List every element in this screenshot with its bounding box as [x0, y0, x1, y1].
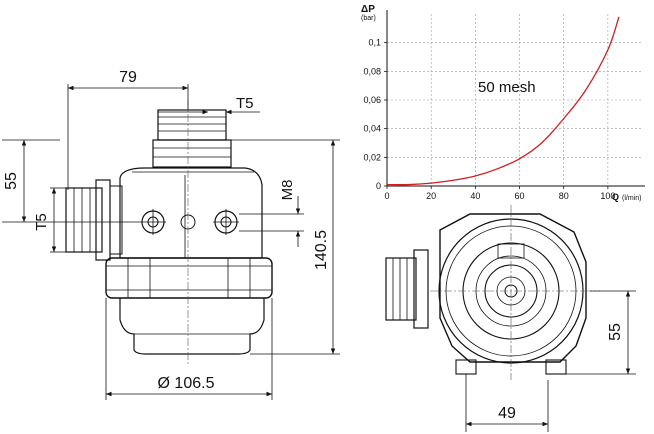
y-tick-label-1: 0,02 [363, 152, 381, 162]
dim-79: 79 [119, 69, 137, 86]
dim-55-bottom: 55 [607, 323, 624, 341]
y-tick-label-4: 0,08 [363, 66, 381, 76]
bottom-dimensions: 55 49 [465, 290, 636, 432]
dim-diameter: Ø 106.5 [158, 375, 215, 392]
x-axis-symbol: Q [612, 192, 619, 202]
x-tick-label-1: 20 [426, 191, 436, 201]
chart-series [386, 16, 620, 186]
dim-140-5: 140.5 [313, 230, 330, 270]
mount-bolt-left [140, 209, 166, 235]
x-tick-label-2: 40 [470, 191, 480, 201]
dim-t5-side: T5 [33, 213, 50, 231]
dim-55-left: 55 [3, 172, 20, 190]
ring-nut [105, 257, 273, 299]
housing-head [119, 167, 263, 259]
side-inlet [65, 179, 123, 261]
x-tick-label-3: 60 [515, 191, 525, 201]
y-tick-label-5: 0,1 [368, 38, 381, 48]
x-tick-label-5: 100 [600, 191, 615, 201]
chart-tick-labels: 0 20 40 60 80 100 0 0,02 0,04 0,06 0,08 0,1 [363, 38, 615, 201]
x-axis-unit: (l/min) [622, 195, 641, 202]
front-view [65, 100, 273, 366]
top-outlet [152, 109, 232, 168]
filter-bowl [119, 298, 265, 355]
y-tick-label-0: 0 [376, 181, 381, 191]
mount-bolt-right [213, 209, 239, 235]
dim-m8: M8 [279, 180, 296, 201]
dim-t5-top: T5 [236, 95, 254, 112]
chart-grid [387, 14, 641, 186]
x-tick-label-0: 0 [384, 191, 389, 201]
series-line-0 [386, 16, 620, 186]
chart-axes [384, 10, 645, 189]
pressure-drop-chart: 0 20 40 60 80 100 0 0,02 0,04 0,06 0,08 0,1 ΔP (bar… [361, 4, 645, 202]
y-tick-label-2: 0,04 [363, 124, 381, 134]
dim-49: 49 [498, 405, 516, 422]
y-axis-unit: (bar) [361, 15, 376, 22]
chart-annotation: 50 mesh [478, 79, 536, 96]
x-tick-label-4: 80 [559, 191, 569, 201]
front-dimensions: 79 T5 55 T5 M8 140.5 Ø 106.5 [2, 69, 340, 400]
bottom-view [385, 205, 600, 380]
y-axis-symbol: ΔP [361, 4, 375, 15]
y-tick-label-3: 0,06 [363, 95, 381, 105]
